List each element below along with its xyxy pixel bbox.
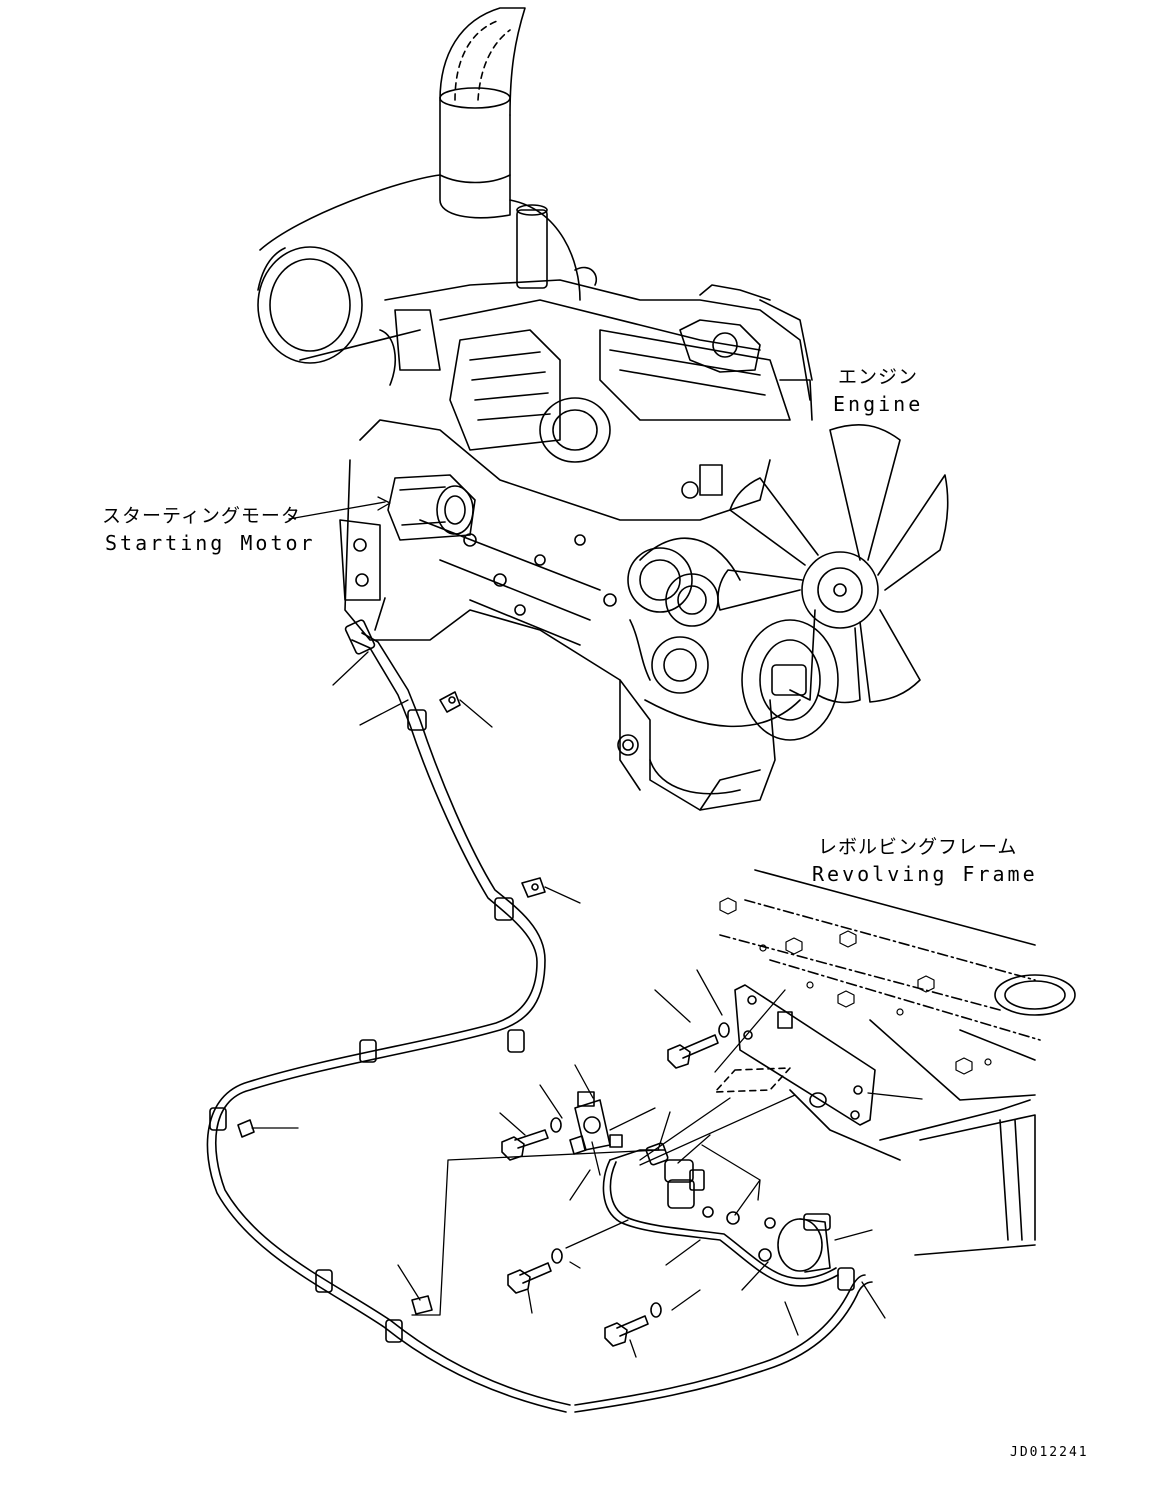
wiring-harness	[206, 597, 873, 1413]
leader-lines	[251, 496, 923, 1358]
starting-motor-label-jp: スターティングモータ	[102, 505, 301, 527]
mounting-bracket	[714, 984, 901, 1161]
fasteners	[501, 1022, 730, 1347]
cooling-fan	[717, 424, 949, 704]
engine-label-jp: エンジン	[838, 366, 919, 388]
relay-assembly	[569, 1091, 831, 1273]
revolving-frame	[719, 869, 1076, 1256]
alternator-pulleys	[627, 537, 839, 741]
starting-motor	[387, 474, 476, 541]
starting-motor-label-en: Starting Motor	[105, 531, 316, 555]
engine-block	[339, 204, 813, 811]
exhaust-muffler	[257, 7, 581, 364]
revolving-frame-label-jp: レボルビングフレーム	[818, 836, 1018, 858]
engine-label-en: Engine	[833, 392, 924, 416]
revolving-frame-label-en: Revolving Frame	[812, 862, 1038, 886]
drawing-reference-number: JD012241	[1010, 1445, 1089, 1460]
